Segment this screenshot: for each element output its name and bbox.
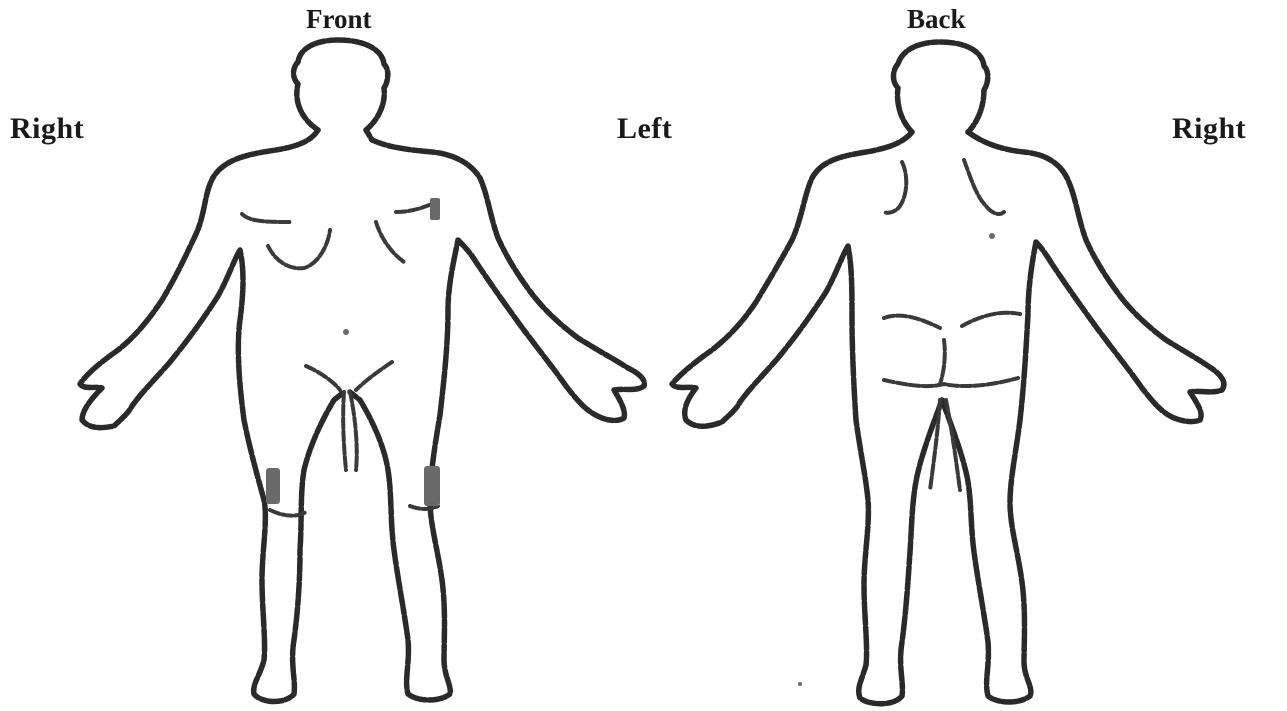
back-shoulder-blade-right <box>964 160 1004 214</box>
front-knee-mark-right <box>424 466 440 506</box>
back-waist-line-left <box>884 316 940 328</box>
front-pec-left <box>268 230 330 268</box>
front-knee-right <box>410 506 438 509</box>
front-head-outline <box>294 40 388 140</box>
front-groin-line-left <box>306 366 340 390</box>
back-waist-line-right <box>962 313 1020 326</box>
front-inner-thigh-right <box>350 392 357 470</box>
front-body-right-outline <box>350 140 644 700</box>
front-body-figure <box>80 40 644 702</box>
front-chest-line-left <box>242 214 290 222</box>
back-gluteal-fold <box>884 378 1018 386</box>
front-inner-thigh-left <box>343 392 346 470</box>
front-chest-line-right <box>396 204 432 212</box>
back-gluteal-cleft <box>940 340 945 384</box>
front-shoulder-mark <box>430 198 440 220</box>
back-spine-mark <box>989 233 995 239</box>
back-body-right-outline <box>942 132 1224 702</box>
back-shoulder-blade-left <box>884 162 906 213</box>
front-groin-line-right <box>356 362 392 390</box>
back-body-left-outline <box>672 132 942 704</box>
back-body-figure <box>672 42 1224 704</box>
front-knee-mark-left <box>266 468 280 504</box>
front-navel <box>343 329 349 335</box>
front-pec-right <box>376 222 404 262</box>
back-ankle-mark <box>798 682 802 686</box>
front-body-left-outline <box>80 130 344 702</box>
back-head-outline <box>894 42 988 132</box>
